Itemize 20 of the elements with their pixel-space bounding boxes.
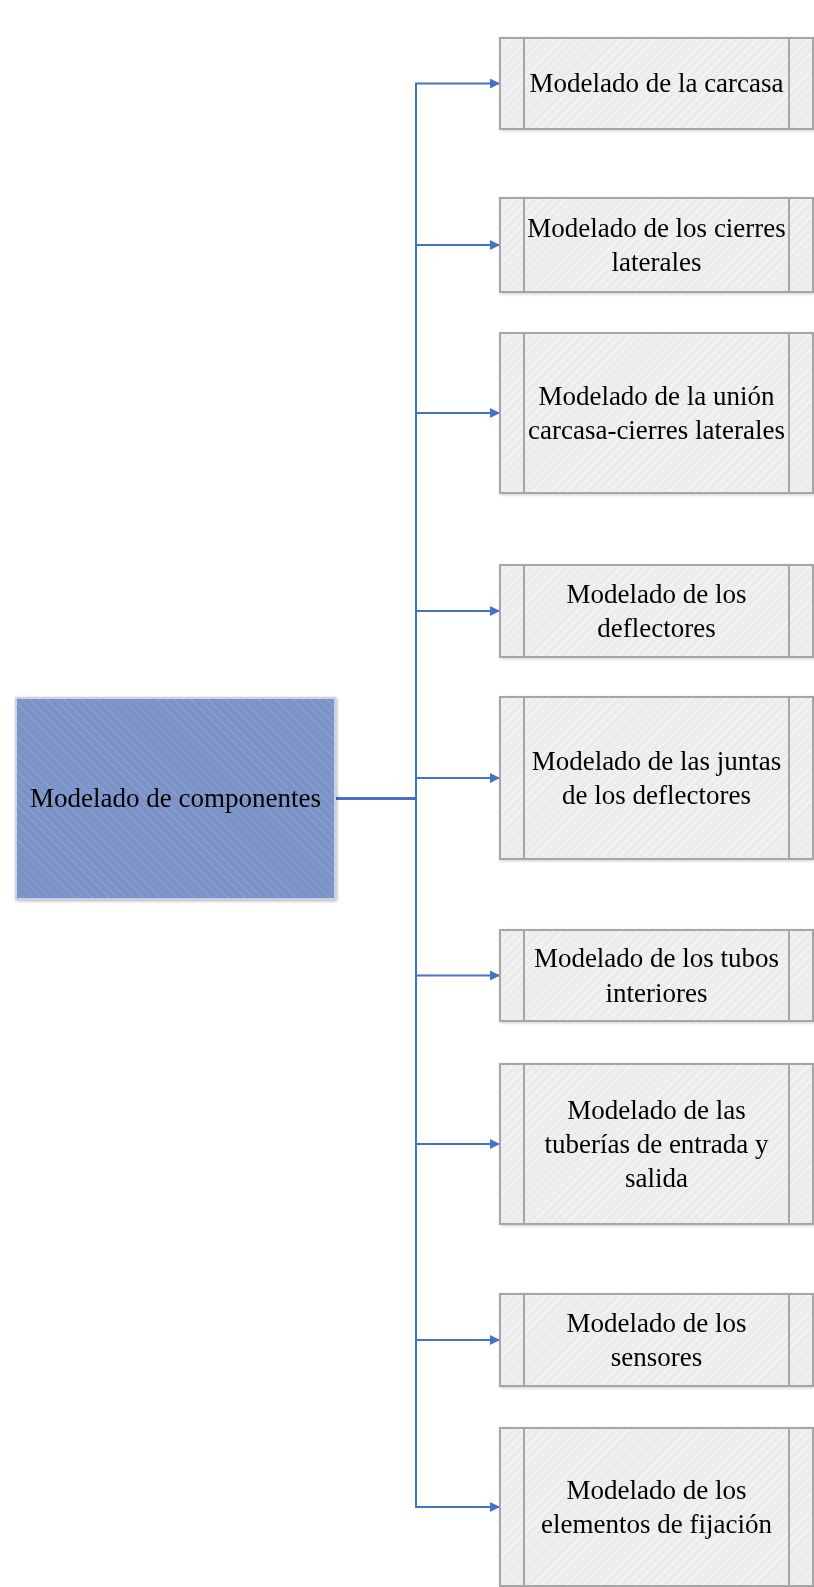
process-box: [499, 929, 814, 1022]
process-box: [499, 1293, 814, 1387]
process-box: [499, 1427, 814, 1587]
process-box: [499, 332, 814, 494]
box-text: Modelado de componentes: [30, 781, 321, 815]
process-box: [499, 696, 814, 860]
box-text: Modelado de los deflectores: [565, 577, 748, 645]
box-text: Modelado de la carcasa: [529, 67, 784, 101]
box-text: Modelado de los cierres laterales: [526, 211, 787, 279]
box-text: Modelado de las tuberías de entrada y salida: [543, 1093, 770, 1196]
box-text: Modelado de los sensores: [565, 1306, 748, 1374]
box-text: Modelado de los elementos de fijación: [540, 1473, 773, 1541]
process-box: [499, 197, 814, 293]
box-text: Modelado de las juntas de los deflectores: [530, 744, 783, 812]
process-box: [499, 1063, 814, 1225]
process-box: [499, 564, 814, 658]
root-box: [15, 697, 336, 900]
box-text: Modelado de la unión carcasa-cierres laterales: [526, 379, 786, 447]
process-box: [499, 37, 814, 130]
box-text: Modelado de los tubos interiores: [532, 942, 781, 1010]
